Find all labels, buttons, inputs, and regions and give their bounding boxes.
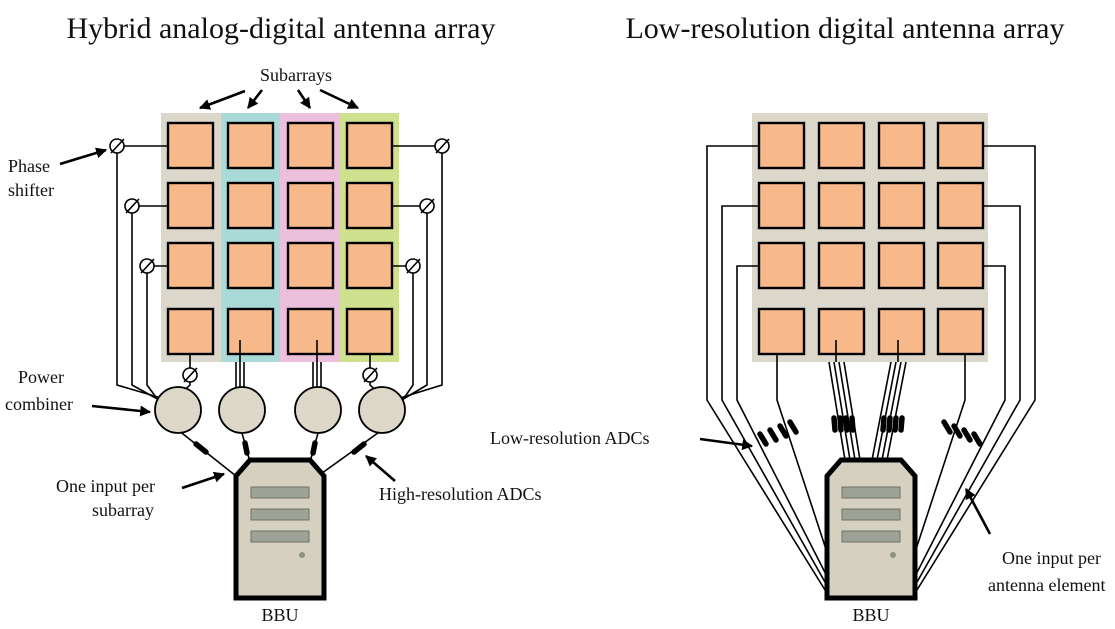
adc-mark [831,415,838,433]
antenna-element [817,241,866,290]
adc-mark [892,415,899,433]
adc-mark [843,415,850,433]
phase-shifter-icon [362,367,378,383]
antenna-element [757,307,806,356]
phase-shifter-label-line2: shifter [8,180,54,200]
subarrays-label: Subarrays [260,65,332,85]
antenna-element [936,121,985,170]
adc-mark [757,431,769,447]
antenna-element [286,307,335,356]
hybrid-antenna-elements [166,121,394,356]
bbu-server-icon [233,457,327,601]
high-resolution-adcs [193,440,367,456]
low-resolution-adcs [757,415,983,447]
phase-shifter-label-line1: Phase [8,156,50,176]
antenna-element [226,181,275,230]
adc-mark [951,423,963,439]
subarray-arrows [198,88,359,110]
phase-shifters [109,138,450,383]
power-combiner-label-line1: Power [18,367,64,387]
antenna-element [345,307,394,356]
antenna-element [166,241,215,290]
antenna-element [757,121,806,170]
phase-shifter-icon [419,198,435,214]
antenna-element [877,181,926,230]
bbu-label: BBU [261,605,298,625]
high-resolution-adcs-arrow [365,455,396,482]
power-combiner-2 [218,386,266,434]
antenna-element [757,241,806,290]
hybrid-array-panel: Hybrid analog-digital antenna array [5,12,542,625]
adc-mark [310,440,318,456]
one-input-per-subarray-arrow [181,471,226,490]
phase-shifter-icon [434,138,450,154]
antenna-element [817,307,866,356]
adc-mark [971,431,983,447]
adc-mark [777,423,789,439]
antenna-element [166,181,215,230]
adc-mark [898,415,905,433]
antenna-element [166,307,215,356]
adc-mark [787,419,799,435]
digital-wiring [706,145,1036,599]
adc-mark [849,415,856,433]
bbu-label: BBU [852,605,889,625]
phase-shifter-icon [109,138,125,154]
antenna-element [877,307,926,356]
digital-antenna-elements [757,121,985,356]
adc-mark [886,415,893,433]
hybrid-array-title: Hybrid analog-digital antenna array [67,12,496,45]
adc-mark [242,440,250,456]
antenna-element [286,241,335,290]
adc-mark [941,419,953,435]
phase-shifter-icon [124,198,140,214]
phase-shifter-icon [182,367,198,383]
adc-mark [351,441,367,455]
antenna-element [166,121,215,170]
antenna-element [226,307,275,356]
antenna-element [817,181,866,230]
antenna-element [817,121,866,170]
antenna-element [936,181,985,230]
power-combiners [154,386,406,434]
digital-array-title: Low-resolution digital antenna array [625,12,1064,45]
antenna-element [757,181,806,230]
adc-mark [767,427,779,443]
adc-mark [880,415,887,433]
phase-shifter-icon [405,258,421,274]
antenna-element [345,181,394,230]
antenna-element [286,121,335,170]
digital-array-panel: Low-resolution digital antenna array [490,12,1105,625]
one-input-per-element-line1: One input per [1002,548,1101,568]
high-resolution-adcs-label: High-resolution ADCs [379,484,542,504]
hybrid-wiring [116,145,443,477]
one-input-per-subarray-line1: One input per [56,476,155,496]
power-combiner-3 [294,386,342,434]
bbu-server-icon [824,457,918,601]
low-resolution-adcs-arrow [699,437,754,451]
adc-mark [193,441,209,455]
adc-mark [961,427,973,443]
power-combiner-1 [154,386,202,434]
antenna-element [936,307,985,356]
one-input-per-element-arrow [964,488,992,535]
adc-mark [837,415,844,433]
antenna-element [877,241,926,290]
antenna-element [226,121,275,170]
antenna-element [345,241,394,290]
power-combiner-label-line2: combiner [5,394,73,414]
antenna-element [226,241,275,290]
low-resolution-adcs-label: Low-resolution ADCs [490,428,650,448]
one-input-per-element-line2: antenna element [988,575,1105,595]
power-combiner-arrow [91,404,152,417]
phase-shifter-icon [139,258,155,274]
phase-shifter-arrow [59,147,108,166]
antenna-element [286,181,335,230]
antenna-element [877,121,926,170]
antenna-element [936,241,985,290]
one-input-per-subarray-line2: subarray [92,500,154,520]
power-combiner-4 [358,386,406,434]
antenna-element [345,121,394,170]
